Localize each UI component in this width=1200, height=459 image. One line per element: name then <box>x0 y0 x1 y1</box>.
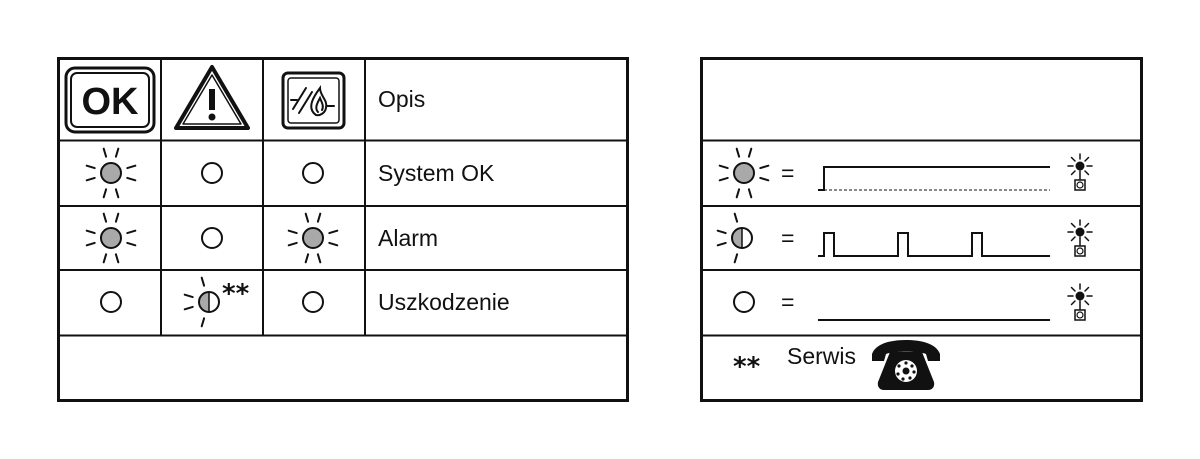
ok-icon-label: OK <box>82 81 140 123</box>
table-row: ** Uszkodzenie <box>100 276 510 328</box>
fire-led-off-icon <box>302 162 324 184</box>
service-note-marker: ** <box>222 279 250 309</box>
ok-led-steady-icon <box>85 147 137 199</box>
led-blinking-icon <box>716 212 753 264</box>
lamp-icon <box>1067 219 1093 257</box>
ok-icon: OK <box>64 66 156 134</box>
lamp-icon <box>1067 153 1093 191</box>
signal-pulses <box>818 232 1050 257</box>
table-row: Alarm <box>85 212 438 264</box>
ok-led-off-icon <box>100 291 122 313</box>
service-note: ** Serwis <box>733 340 940 390</box>
equals-sign: = <box>781 160 794 186</box>
telephone-icon <box>872 340 940 390</box>
legend-item: = <box>716 212 1093 264</box>
fire-led-off-icon <box>302 291 324 313</box>
row-description: System OK <box>378 160 495 186</box>
legend-table-grid <box>701 139 1142 337</box>
fault-led-off-icon <box>201 227 223 249</box>
fault-led-blinking-icon <box>183 276 220 328</box>
equals-sign: = <box>781 225 794 251</box>
legend-item: = <box>718 147 1093 199</box>
table-row: System OK <box>85 147 495 199</box>
equals-sign: = <box>781 289 794 315</box>
lamp-icon <box>1067 283 1093 321</box>
status-table-grid <box>58 58 628 337</box>
led-steady-icon <box>718 147 770 199</box>
fire-icon <box>281 71 346 130</box>
service-label: Serwis <box>787 343 856 369</box>
description-header: Opis <box>378 86 425 112</box>
row-description: Uszkodzenie <box>378 289 510 315</box>
signal-constant-on <box>818 166 1050 191</box>
ok-led-steady-icon <box>85 212 137 264</box>
legend-item: = <box>733 283 1093 321</box>
fault-led-off-icon <box>201 162 223 184</box>
led-off-icon <box>733 291 755 313</box>
row-description: Alarm <box>378 225 438 251</box>
warning-icon <box>174 65 250 130</box>
fire-led-steady-icon <box>287 212 339 264</box>
service-marker: ** <box>733 352 761 382</box>
